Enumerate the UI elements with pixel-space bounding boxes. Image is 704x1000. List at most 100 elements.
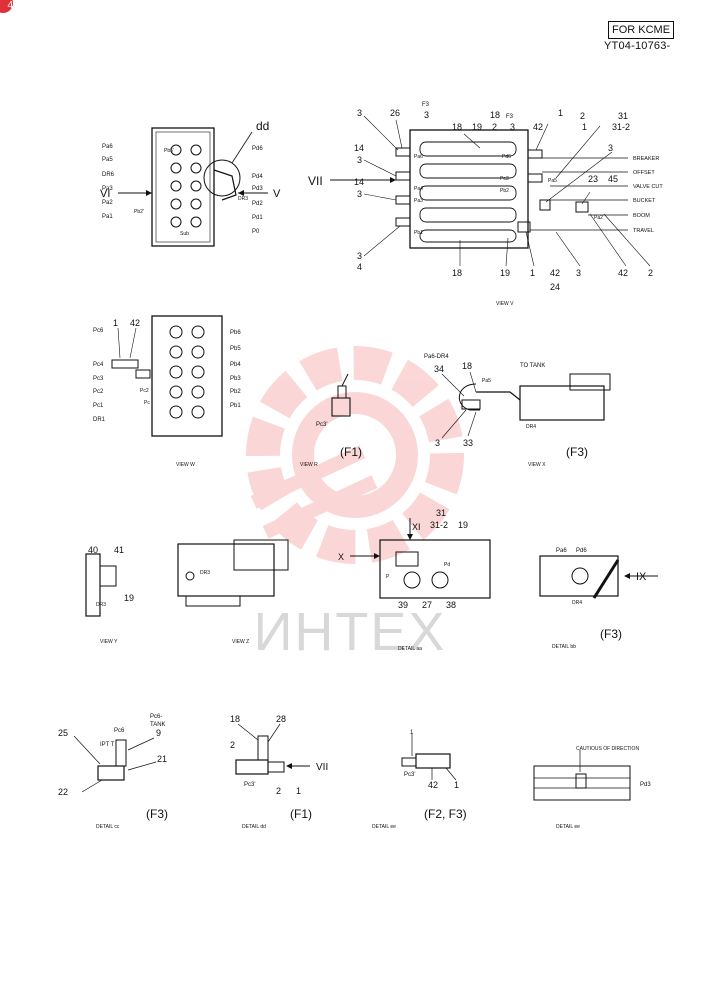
svg-text:P0: P0 [252, 229, 260, 235]
callout-numbers-top: 18 19 18 F3 2 3 42 1 2 1 31 31-2 3 23 45 [452, 108, 630, 184]
svg-text:19: 19 [472, 122, 482, 132]
svg-text:3: 3 [357, 155, 362, 165]
svg-text:22: 22 [58, 787, 68, 797]
svg-text:X: X [338, 552, 344, 562]
detail-bb: IX Pa6 Pd6 DR4 (F3) DETAIL bb [539, 548, 658, 650]
svg-text:Pa5: Pa5 [482, 378, 491, 384]
svg-text:DR3: DR3 [200, 570, 210, 576]
svg-text:Pd6: Pd6 [502, 154, 511, 160]
svg-text:DR3: DR3 [96, 602, 106, 608]
svg-text:Pb4: Pb4 [230, 362, 241, 368]
valve-body [379, 539, 491, 599]
model-tag: FOR KCME [608, 21, 674, 39]
svg-text:DR6: DR6 [102, 172, 115, 178]
svg-text:42: 42 [428, 780, 438, 790]
svg-text:(F1): (F1) [290, 807, 312, 821]
view-caption: VIEW Y [100, 639, 118, 645]
svg-text:3: 3 [357, 108, 362, 118]
svg-text:40: 40 [88, 545, 98, 555]
svg-text:Pc1: Pc1 [93, 403, 104, 409]
svg-text:Pb2: Pb2 [500, 188, 509, 194]
svg-text:P: P [386, 574, 390, 580]
svg-text:19: 19 [500, 268, 510, 278]
detail-aa: XI X 31 31-2 19 39 27 38 P Pd DETAIL aa [338, 508, 491, 652]
svg-text:42: 42 [618, 268, 628, 278]
valve-body [409, 129, 529, 249]
svg-text:Pd6: Pd6 [576, 548, 587, 554]
svg-text:DR4: DR4 [526, 424, 536, 430]
view-caption: DETAIL dd [242, 824, 266, 830]
svg-text:Pb3: Pb3 [230, 376, 241, 382]
view-arrow-label: V [273, 188, 281, 200]
drawing-number: YT04-10763- [604, 40, 671, 52]
svg-text:DR3: DR3 [238, 196, 248, 202]
svg-text:Pa3: Pa3 [414, 198, 423, 204]
watermark-text: ИНТЕХ [254, 602, 447, 662]
watermark-logo [246, 346, 464, 564]
svg-text:Pc6-: Pc6- [150, 714, 162, 720]
svg-text:Pc3: Pc3 [500, 176, 509, 182]
detail-circle-dd [203, 159, 241, 197]
svg-text:1: 1 [530, 268, 535, 278]
svg-text:Pb5': Pb5' [164, 148, 174, 154]
svg-text:23: 23 [588, 174, 598, 184]
svg-text:Pd2: Pd2 [252, 201, 263, 207]
svg-text:41: 41 [114, 545, 124, 555]
svg-text:Pc3': Pc3' [244, 782, 255, 788]
svg-text:42: 42 [130, 318, 140, 328]
port-labels-left: Pc6 Pc4 Pc3 Pc2 Pc1 DR1 [93, 328, 106, 423]
detail-ff: CAUTIOUS OF DIRECTION Pd3 DETAIL ee [533, 746, 651, 830]
function-labels: BREAKER OFFSET VALVE CUT BUCKET BOOM TRA… [633, 156, 663, 234]
svg-text:Pa2: Pa2 [102, 200, 113, 206]
svg-text:18: 18 [462, 361, 472, 371]
valve-body [151, 127, 215, 247]
svg-text:1: 1 [454, 780, 459, 790]
svg-text:Pc3': Pc3' [316, 422, 327, 428]
svg-text:27: 27 [422, 600, 432, 610]
svg-text:39: 39 [398, 600, 408, 610]
svg-text:F3: F3 [506, 114, 514, 120]
spool-circles [170, 144, 202, 228]
svg-text:3: 3 [576, 268, 581, 278]
svg-text:TO TANK: TO TANK [520, 363, 545, 369]
svg-text:38: 38 [446, 600, 456, 610]
svg-text:1: 1 [296, 786, 301, 796]
port-labels: Pa6 Pa4 Pa3 Pb1 Pd6 Pa5 Pb2 Pa2 Pc3 [414, 154, 603, 236]
svg-text:IX: IX [636, 571, 647, 583]
svg-text:Pc3': Pc3' [404, 772, 415, 778]
svg-text:XI: XI [412, 522, 421, 532]
svg-text:Pa3: Pa3 [102, 186, 113, 192]
svg-text:F3: F3 [422, 102, 430, 108]
leader-lines [363, 115, 651, 267]
view-arrow-label: VI [100, 188, 110, 200]
svg-text:Pa6: Pa6 [414, 154, 423, 160]
view-y: 40 41 19 DR3 VIEW Y [85, 545, 134, 645]
svg-text:Pd1: Pd1 [252, 215, 263, 221]
detail-ee: 1 Pc3' 42 1 (F2, F3) DETAIL ee [372, 730, 467, 830]
svg-text:33: 33 [463, 438, 473, 448]
svg-text:TRAVEL: TRAVEL [633, 228, 654, 234]
svg-text:24: 24 [550, 282, 560, 292]
view-caption: DETAIL ee [556, 824, 580, 830]
svg-text:2: 2 [648, 268, 653, 278]
svg-text:1: 1 [558, 108, 563, 118]
svg-text:VALVE CUT: VALVE CUT [633, 184, 663, 190]
svg-text:Pc6: Pc6 [114, 728, 125, 734]
svg-text:Pd3: Pd3 [252, 186, 263, 192]
svg-text:DR4: DR4 [572, 600, 582, 606]
svg-text:Pc3: Pc3 [93, 376, 104, 382]
svg-text:BOOM: BOOM [633, 213, 650, 219]
svg-text:Pa1: Pa1 [102, 214, 113, 220]
svg-text:VII: VII [316, 762, 328, 773]
view-caption: VIEW V [496, 301, 514, 307]
svg-text:Pa6: Pa6 [102, 144, 113, 150]
svg-text:2: 2 [276, 786, 281, 796]
svg-text:26: 26 [390, 108, 400, 118]
svg-text:31: 31 [618, 111, 628, 121]
svg-text:(F3): (F3) [566, 445, 588, 459]
view-caption: VIEW W [176, 462, 195, 468]
svg-text:4: 4 [357, 262, 362, 272]
svg-text:Pb2': Pb2' [134, 209, 144, 215]
view-caption: DETAIL ee [372, 824, 396, 830]
